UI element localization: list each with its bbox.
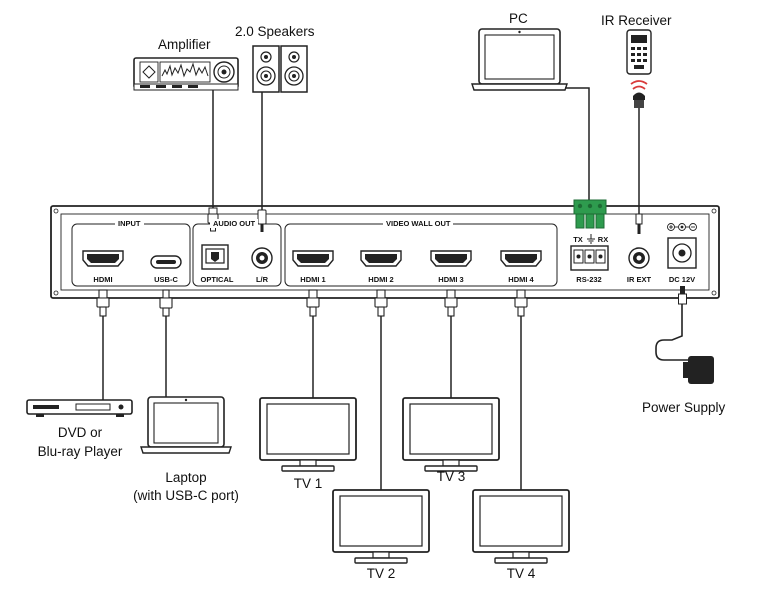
player-label-line1: DVD or xyxy=(57,425,103,440)
usbc-port-label: USB-C xyxy=(154,275,178,284)
hdmi1-port-label: HDMI 1 xyxy=(300,275,326,284)
hdmi2-output-plug xyxy=(374,289,388,317)
rs232-port-label: RS-232 xyxy=(576,275,602,284)
tv1-label: TV 1 xyxy=(293,476,323,491)
dc-power-port xyxy=(667,237,697,269)
hdmi4-output-port xyxy=(500,250,542,267)
tv1-display xyxy=(259,397,357,472)
hdmi-input-plug xyxy=(96,289,110,317)
ir-ext-port xyxy=(628,247,650,269)
tv2-display xyxy=(332,489,430,564)
lr-port-label: L/R xyxy=(255,275,269,284)
optical-output-port xyxy=(201,244,229,270)
dc-polarity-icon xyxy=(667,223,697,231)
dc-port-label: DC 12V xyxy=(668,275,696,284)
speakers-device xyxy=(252,45,308,93)
power-adapter xyxy=(683,356,714,384)
hdmi3-output-port xyxy=(430,250,472,267)
lr-audio-plug xyxy=(257,209,267,232)
rs232-port xyxy=(570,245,609,271)
ir-ext-port-label: IR EXT xyxy=(626,275,652,284)
laptop-label-line2: (with USB-C port) xyxy=(133,488,239,503)
hdmi3-output-plug xyxy=(444,289,458,317)
hdmi4-port-label: HDMI 4 xyxy=(508,275,534,284)
ir-remote xyxy=(626,29,652,75)
hdmi3-port-label: HDMI 3 xyxy=(438,275,464,284)
rs232-rx-label: RX xyxy=(597,235,609,244)
tv2-label: TV 2 xyxy=(366,566,396,581)
rs232-tx-label: TX xyxy=(573,235,583,244)
input-group-label: INPUT xyxy=(115,219,144,228)
tv4-display xyxy=(472,489,570,564)
ir-signal-icon xyxy=(630,80,648,90)
bluray-player-device xyxy=(26,399,133,417)
hdmi1-output-plug xyxy=(306,289,320,317)
tv4-label: TV 4 xyxy=(506,566,536,581)
speakers-label: 2.0 Speakers xyxy=(235,24,315,39)
amplifier-label: Amplifier xyxy=(158,37,211,52)
hdmi-input-port xyxy=(82,250,124,267)
lr-audio-output-port xyxy=(251,247,273,269)
rs232-phoenix-connector xyxy=(573,199,607,229)
audio-out-group-label: AUDIO OUT xyxy=(210,219,259,228)
ir-ext-plug xyxy=(635,213,643,234)
ir-receiver-label: IR Receiver xyxy=(601,13,672,28)
tv3-label: TV 3 xyxy=(436,469,466,484)
hdmi1-output-port xyxy=(292,250,334,267)
amplifier-device xyxy=(133,57,239,91)
hdmi2-output-port xyxy=(360,250,402,267)
hdmi4-output-plug xyxy=(514,289,528,317)
ground-icon xyxy=(587,234,595,244)
tv3-display xyxy=(402,397,500,472)
video-wall-out-group-label: VIDEO WALL OUT xyxy=(383,219,454,228)
hdmi2-port-label: HDMI 2 xyxy=(368,275,394,284)
optical-port-label: OPTICAL xyxy=(200,275,234,284)
usbc-input-port xyxy=(150,255,182,269)
power-supply-label: Power Supply xyxy=(642,400,726,415)
usbc-laptop-device xyxy=(140,396,232,454)
player-label-line2: Blu-ray Player xyxy=(37,444,123,459)
pc-laptop xyxy=(471,28,568,91)
ir-eye xyxy=(633,92,645,108)
hdmi-input-port-label: HDMI xyxy=(93,275,113,284)
pc-label: PC xyxy=(509,11,528,26)
laptop-label-line1: Laptop xyxy=(165,470,207,485)
usbc-plug xyxy=(159,289,173,317)
